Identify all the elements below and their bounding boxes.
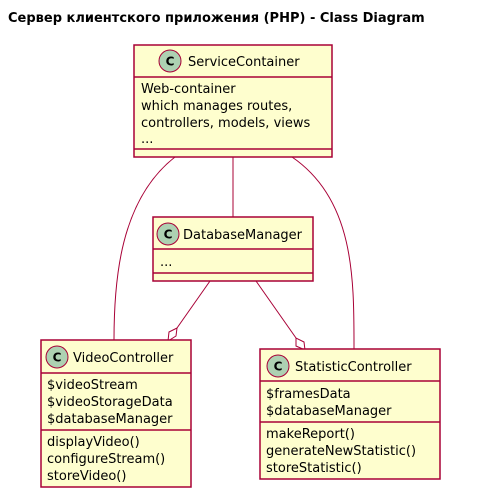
class-badge-icon	[45, 345, 69, 369]
class-name: VideoController	[73, 351, 174, 366]
class-badge-letter: C	[53, 351, 62, 365]
aggregation-diamond-video	[167, 327, 178, 342]
method: makeReport()	[266, 427, 355, 442]
aggregation-diamond-statistic	[295, 337, 306, 351]
class-service-container[interactable]: C ServiceContainer Web-container which m…	[133, 44, 333, 158]
field: which manages routes,	[141, 99, 292, 114]
field: $videoStream	[47, 378, 138, 393]
edge-database-to-video	[176, 280, 211, 329]
field: ...	[160, 255, 172, 270]
class-video-controller[interactable]: C VideoController $videoStream $videoSto…	[40, 339, 192, 488]
class-name: DatabaseManager	[183, 228, 303, 243]
class-name: StatisticController	[295, 360, 412, 375]
field: ...	[141, 132, 153, 147]
class-database-manager[interactable]: C DatabaseManager ...	[152, 216, 314, 282]
method: storeVideo()	[47, 469, 126, 484]
method: generateNewStatistic()	[266, 444, 416, 459]
method: storeStatistic()	[266, 461, 362, 476]
edge-service-to-statistic	[291, 156, 355, 350]
edge-database-to-statistic	[255, 280, 297, 339]
method: displayVideo()	[47, 435, 140, 450]
class-badge-icon	[266, 354, 290, 378]
field: $framesData	[266, 387, 351, 402]
method: configureStream()	[47, 452, 165, 467]
class-badge-letter: C	[166, 55, 175, 69]
class-badge-icon	[158, 49, 182, 73]
class-statistic-controller[interactable]: C StatisticController $framesData $datab…	[259, 348, 441, 480]
field: $videoStorageData	[47, 395, 173, 410]
field: Web-container	[141, 82, 236, 97]
field: $databaseManager	[266, 404, 392, 419]
diagram-title: Сервер клиентского приложения (PHP) - Cl…	[8, 11, 425, 26]
class-name: ServiceContainer	[188, 55, 300, 70]
class-badge-icon	[156, 222, 180, 246]
class-badge-letter: C	[164, 228, 173, 242]
class-badge-letter: C	[274, 360, 283, 374]
edge-service-to-video	[113, 156, 176, 341]
field: $databaseManager	[47, 412, 173, 427]
field: controllers, models, views	[141, 116, 311, 131]
